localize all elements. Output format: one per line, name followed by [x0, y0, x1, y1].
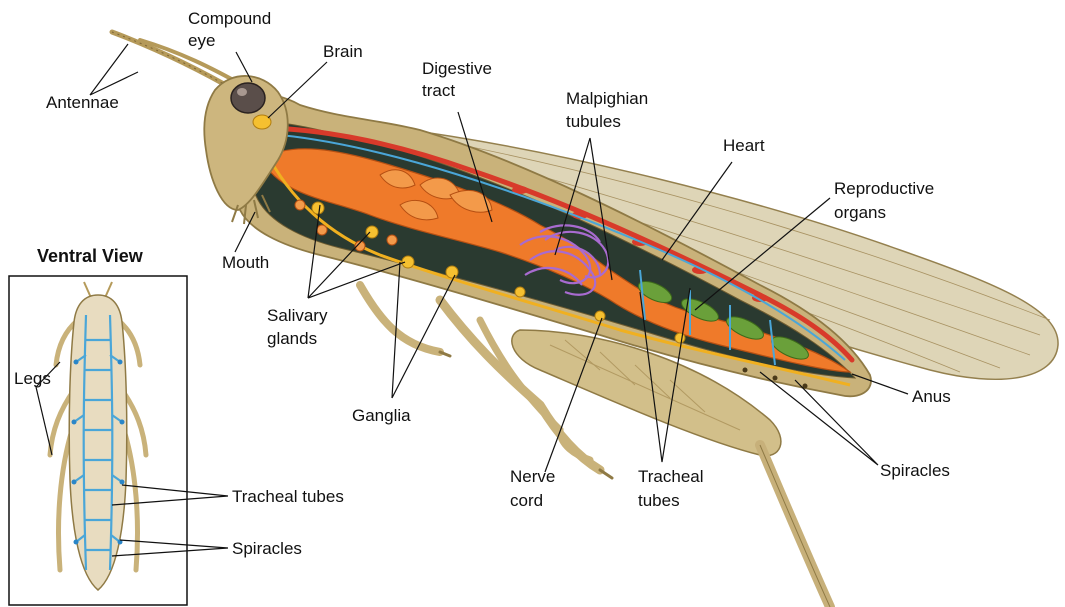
label-compound-eye-line1: Compound [188, 9, 271, 28]
ventral-label-tracheal-tubes: Tracheal tubes [232, 487, 344, 506]
label-digestive-tract-line2: tract [422, 81, 455, 100]
ventral-view-panel: Ventral View [9, 246, 344, 605]
ventral-label-spiracles: Spiracles [232, 539, 302, 558]
label-anus: Anus [912, 387, 951, 406]
label-nerve-cord-line1: Nerve [510, 467, 555, 486]
label-spiracles: Spiracles [880, 461, 950, 480]
label-salivary-glands-line2: glands [267, 329, 317, 348]
label-malpighian-tubules-line1: Malpighian [566, 89, 648, 108]
label-malpighian-tubules-line2: tubules [566, 112, 621, 131]
compound-eye-drawing [231, 83, 265, 113]
label-heart: Heart [723, 136, 765, 155]
label-tracheal-tubes-line2: tubes [638, 491, 680, 510]
label-compound-eye-line2: eye [188, 31, 215, 50]
label-reproductive-organs-line2: organs [834, 203, 886, 222]
label-brain: Brain [323, 42, 363, 61]
label-nerve-cord-line2: cord [510, 491, 543, 510]
ventral-view-title: Ventral View [37, 246, 144, 266]
label-reproductive-organs-line1: Reproductive [834, 179, 934, 198]
label-ganglia: Ganglia [352, 406, 411, 425]
label-digestive-tract-line1: Digestive [422, 59, 492, 78]
ventral-label-legs: Legs [14, 369, 51, 388]
label-mouth: Mouth [222, 253, 269, 272]
label-salivary-glands-line1: Salivary [267, 306, 328, 325]
label-antennae: Antennae [46, 93, 119, 112]
label-tracheal-tubes-line1: Tracheal [638, 467, 704, 486]
